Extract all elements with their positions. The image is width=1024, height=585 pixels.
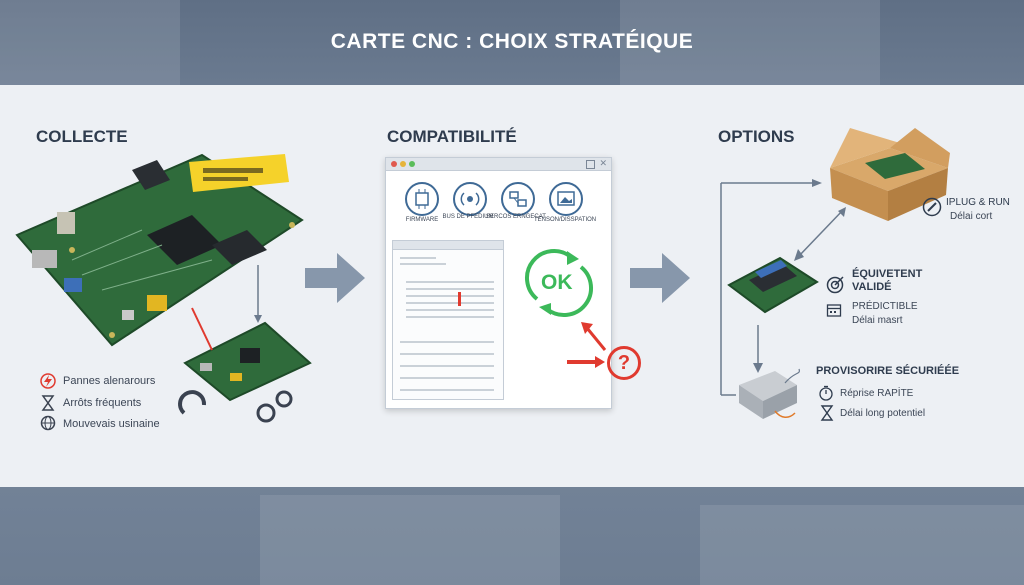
calendar-icon [826,304,842,317]
window-close-dot[interactable] [391,161,397,167]
equivalent-detail: Délai masrt [852,315,903,326]
question-circle-icon: ? [607,346,641,380]
plug-run-title: IPLUG & RUN [946,197,1010,208]
equivalent-subtitle: PRÉDICTIBLE [852,301,918,312]
section-title-collecte: COLLECTE [36,127,128,146]
section-title-options: OPTIONS [718,127,795,146]
board-to-module-arrow [753,325,763,373]
red-alert-arrows [567,322,607,368]
data-table-window [392,240,504,400]
signal-icon [453,182,487,216]
cnc-board-image [15,153,304,347]
window-min-dot[interactable] [400,161,406,167]
collecte-item-2: Arrôts fréquents [63,397,142,409]
hourglass-icon [820,405,834,421]
page-title: CARTE CNC : CHOIX STRATÉIQUE [330,30,694,53]
provisoire-item-2: Délai long potentiel [840,408,926,419]
window-max-dot[interactable] [409,161,415,167]
compat-label-tension: TENSON/DISSPATION [534,217,597,223]
section-title-compatibilite: COMPATIBILITÉ [387,127,517,146]
options-connector [720,179,822,396]
red-pointer-line [191,307,213,351]
window-maximize-icon[interactable] [586,160,595,169]
provisoire-title: PROVISORIRE SÉCURIÉÉE [816,365,960,377]
compat-label-firmware: FIRMWARE [405,217,439,223]
box-to-board-arrow [794,207,846,261]
subwindow-titlebar [393,241,503,250]
small-board-image [183,321,312,402]
data-table-lines [400,257,494,391]
background-block [620,0,880,85]
plug-run-detail: Délai cort [950,211,993,222]
equivalent-title: ÉQUIVETENT VALIDÉ [852,268,923,293]
collecte-item-1: Pannes alenarours [63,375,156,387]
lightning-icon [40,373,56,389]
chip-icon [405,182,439,216]
timer-icon [819,385,833,401]
background-block [0,0,180,85]
ok-circle-arrows [525,249,593,317]
compat-label-bus: BUS DE PFEDIUM [442,214,494,220]
provisional-module-image [739,368,800,419]
collecte-item-3: Mouvevais usinaine [63,418,160,430]
flow-arrow-1 [305,253,365,303]
equivalent-board-image [727,256,819,314]
image-icon [549,182,583,216]
window-close-icon[interactable]: ✕ [599,158,607,168]
ok-label: OK [541,271,573,294]
globe-icon [40,415,56,431]
plug-icon [922,197,942,217]
background-block [700,505,1024,585]
hourglass-icon [41,395,55,411]
shipping-box-image [830,128,950,221]
gear-icon [178,390,293,423]
compat-label-sercos: SERCOS ERNGECAT [486,214,546,220]
window-titlebar: ✕ [386,158,611,171]
target-icon [826,276,844,294]
connector-line [254,265,262,323]
flow-arrow-2 [630,253,690,303]
network-icon [501,182,535,216]
provisoire-item-1: Réprise RAPİTE [840,388,914,399]
background-block [260,495,560,585]
yellow-label-icon [189,154,289,192]
